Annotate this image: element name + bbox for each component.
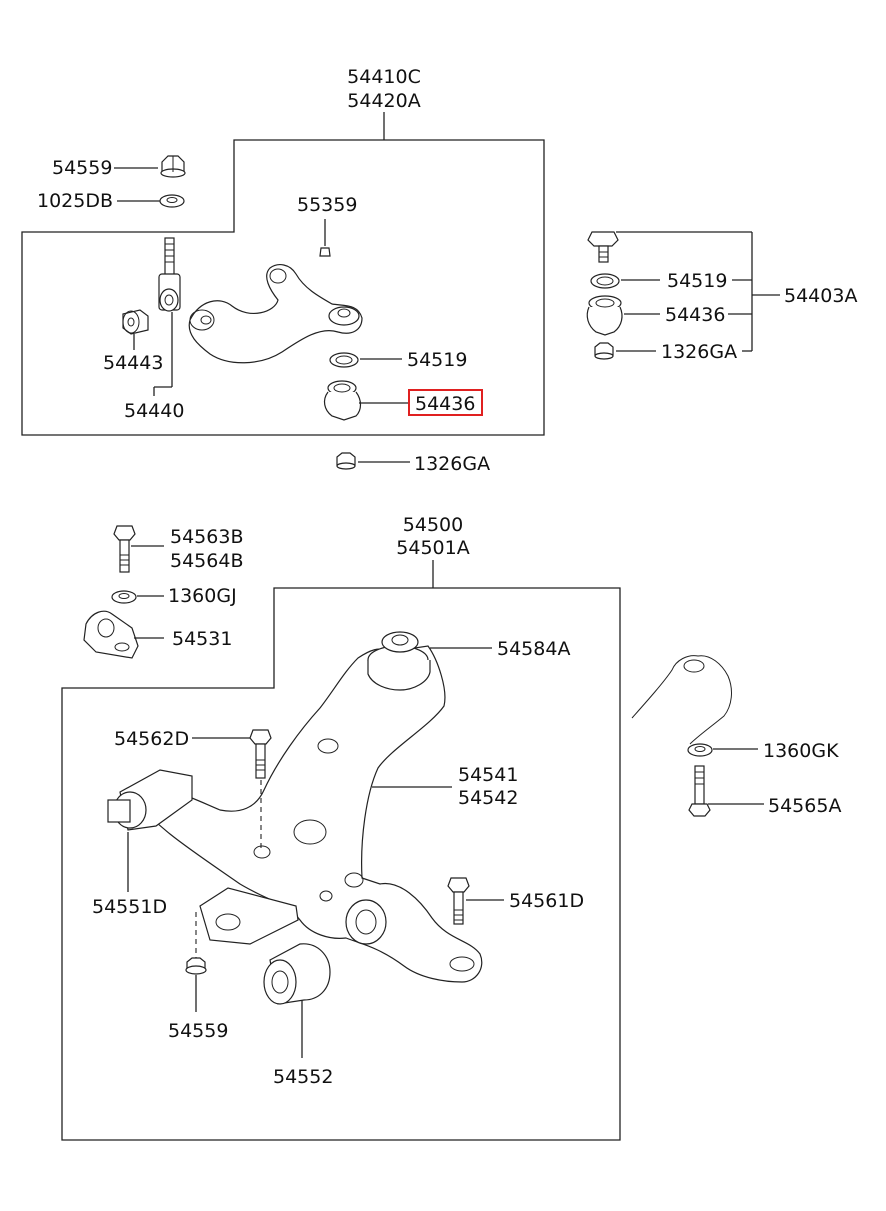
bolt-label-54563b[interactable]: 54563B xyxy=(170,526,243,548)
bushing-label-54584a[interactable]: 54584A xyxy=(497,638,570,660)
nut-1326ga-group: 1326GA xyxy=(336,452,490,475)
washer-1360gj-part xyxy=(111,590,137,604)
ball-stud-part xyxy=(587,231,619,263)
highlight-box xyxy=(408,389,483,416)
lower-control-arm-part xyxy=(107,631,483,983)
nut-54559-lower-part xyxy=(185,957,207,975)
upper-arm-assembly: 54410C 54420A 54559 1025DB 55359 xyxy=(21,66,545,436)
upper-arm-partno-1[interactable]: 54410C xyxy=(347,66,421,88)
bolt-label-54562d[interactable]: 54562D xyxy=(114,728,189,750)
knuckle-attachment: 1360GK 54565A xyxy=(631,655,841,817)
bolt-label-54565a[interactable]: 54565A xyxy=(768,795,841,817)
bolt-label-54561d[interactable]: 54561D xyxy=(509,890,584,912)
bushing-label-54552[interactable]: 54552 xyxy=(273,1066,333,1088)
ball-joint-kit-54403a: 54519 54436 1326GA 54403A xyxy=(586,231,857,363)
bolt-label-54564b[interactable]: 54564B xyxy=(170,550,243,572)
dust-cover-right-part xyxy=(590,273,620,289)
ball-joint-right-label-54436[interactable]: 54436 xyxy=(665,304,725,326)
ball-joint-part xyxy=(323,380,362,421)
bolt-54561d-part xyxy=(447,877,470,925)
bushing-54443-part xyxy=(122,309,149,335)
washer-label-1025db[interactable]: 1025DB xyxy=(37,190,113,212)
bolt-54562d-part xyxy=(249,729,272,779)
bushing-54552-part xyxy=(263,943,331,1005)
bracket-label-54531[interactable]: 54531 xyxy=(172,628,232,650)
washer-part xyxy=(159,194,185,208)
lower-arm-partno-2[interactable]: 54501A xyxy=(396,537,469,559)
ball-joint-label-54436[interactable]: 54436 xyxy=(415,393,475,415)
bracket-54531-part xyxy=(83,610,139,659)
nut-label-54559-lower[interactable]: 54559 xyxy=(168,1020,228,1042)
kit-label-54403a[interactable]: 54403A xyxy=(784,285,857,307)
small-bolt-part xyxy=(319,247,331,257)
dust-cover-part xyxy=(329,352,359,368)
bushing-label-54443[interactable]: 54443 xyxy=(103,352,163,374)
dust-cover-label-54519[interactable]: 54519 xyxy=(407,349,467,371)
washer-label-1360gk[interactable]: 1360GK xyxy=(763,740,839,762)
upper-arm-frame xyxy=(21,139,545,436)
arm-label-54541[interactable]: 54541 xyxy=(458,764,518,786)
nut-label-54559-top[interactable]: 54559 xyxy=(52,157,112,179)
bolt-54563b-part xyxy=(113,525,136,573)
flange-nut-part xyxy=(160,155,186,178)
nut-label-1326ga[interactable]: 1326GA xyxy=(414,453,490,475)
bushing-label-54440[interactable]: 54440 xyxy=(124,400,184,422)
nut-right-label-1326ga[interactable]: 1326GA xyxy=(661,341,737,363)
washer-1360gk-part xyxy=(687,743,713,757)
nut-right-part xyxy=(594,342,614,360)
bushing-label-54551d[interactable]: 54551D xyxy=(92,896,167,918)
lower-arm-partno-1[interactable]: 54500 xyxy=(403,514,463,536)
ball-joint-right-part xyxy=(586,295,623,336)
washer-label-1360gj[interactable]: 1360GJ xyxy=(168,585,237,607)
upper-control-arm-part xyxy=(188,264,363,364)
mounting-bolt-part xyxy=(158,237,181,312)
bolt-label-55359[interactable]: 55359 xyxy=(297,194,357,216)
arm-label-54542[interactable]: 54542 xyxy=(458,787,518,809)
dust-cover-right-label-54519[interactable]: 54519 xyxy=(667,270,727,292)
lower-arm-assembly: 54500 54501A 54563B 54564B 1360GJ 545 xyxy=(61,514,621,1141)
upper-arm-partno-2[interactable]: 54420A xyxy=(347,90,420,112)
bolt-54565a-part xyxy=(688,765,711,817)
lower-arm-frame xyxy=(61,587,621,1141)
